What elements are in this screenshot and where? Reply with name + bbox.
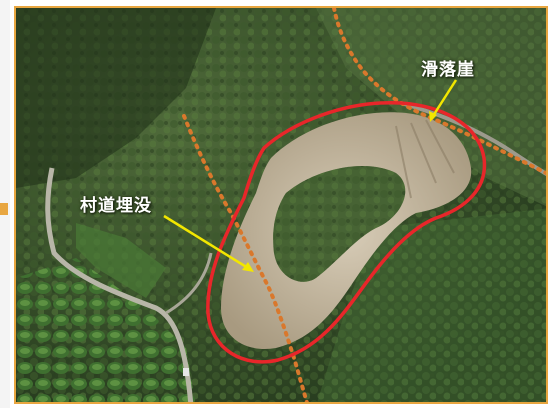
scarp-label: 滑落崖 [421, 60, 475, 80]
forest-road [45, 167, 194, 402]
buried-road-pointer-line [163, 214, 249, 270]
buried-road-label: 村道埋没 [80, 196, 152, 216]
buried-road-trace-upper [332, 8, 546, 176]
aerial-photo-drawing [16, 8, 546, 402]
debris-streaks [395, 119, 455, 199]
road-branch [165, 252, 213, 315]
frame-tab-marker [0, 203, 8, 215]
buried-road-pointer-arrowhead [242, 262, 254, 272]
shadowed-valley [16, 8, 216, 188]
scarp-pointer-line [431, 79, 458, 117]
scarp-pointer-arrowhead [429, 111, 437, 122]
landslide-outline [206, 101, 487, 364]
lower-hillside [317, 208, 546, 402]
conifer-plantation [16, 258, 196, 402]
buried-road-trace-lower [182, 114, 309, 402]
aerial-photo: 滑落崖 村道埋没 [14, 6, 548, 404]
conifer-patch [76, 223, 166, 298]
parked-vehicle [183, 368, 189, 376]
